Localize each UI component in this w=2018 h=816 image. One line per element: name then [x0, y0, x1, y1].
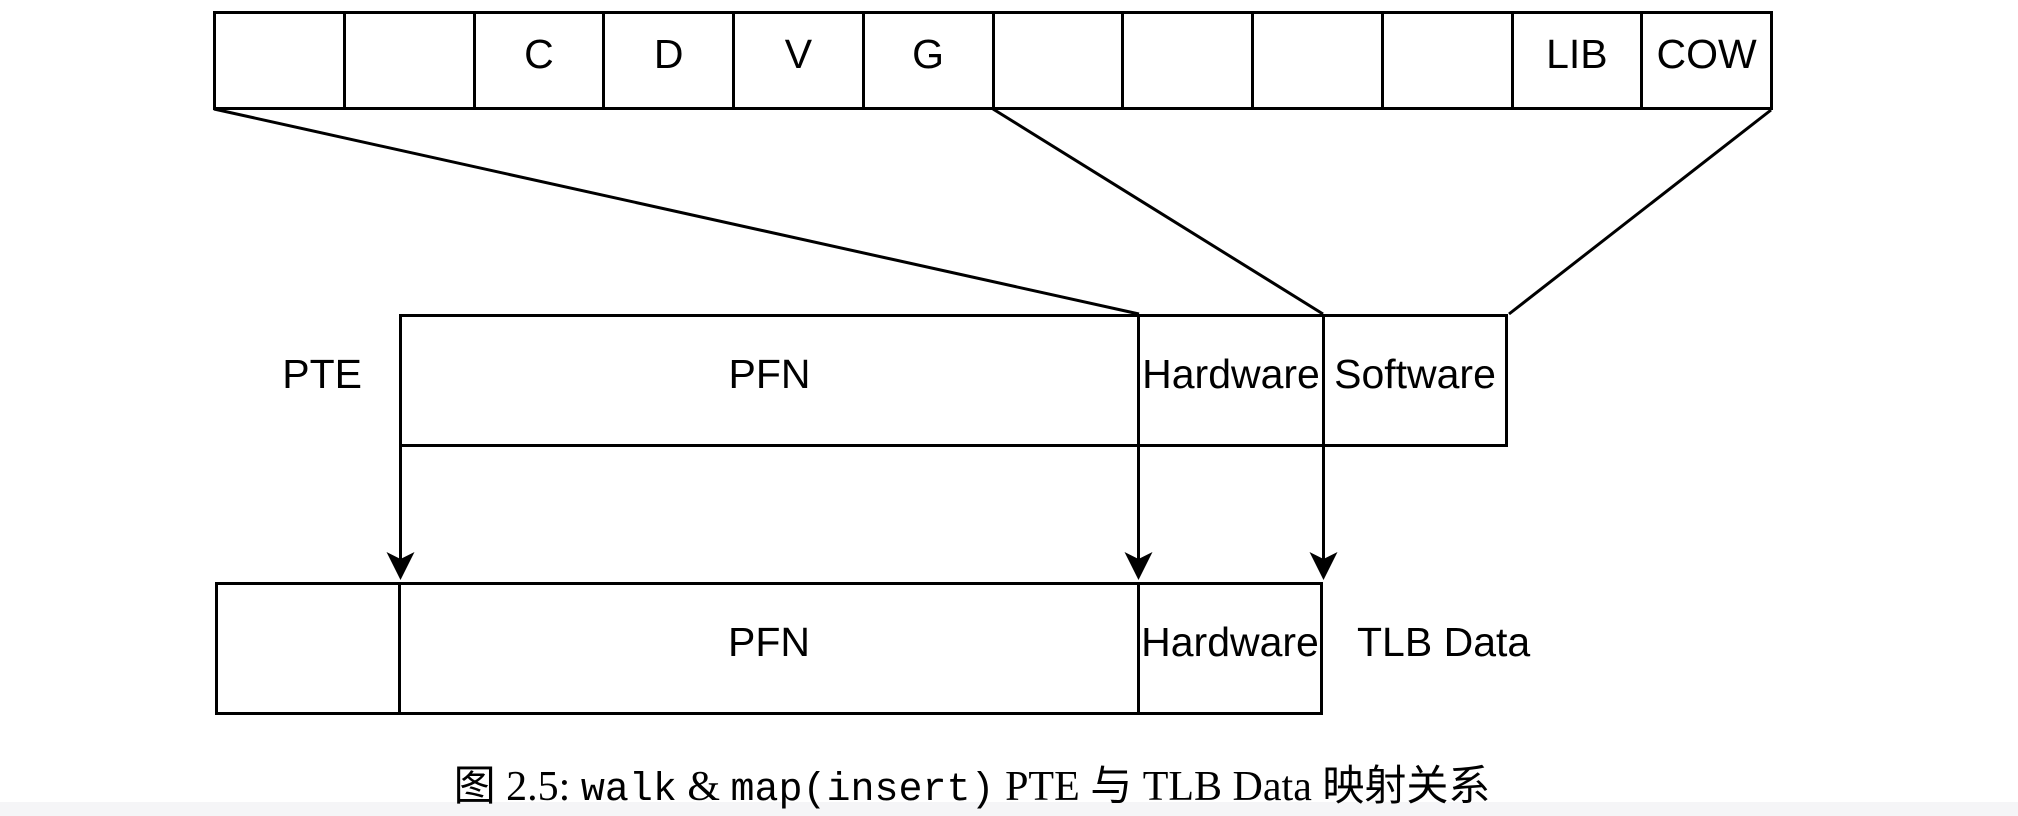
page-edge-strip: [0, 802, 2018, 816]
funnel-line: [992, 107, 1324, 316]
pte-row: PFN Hardware Software: [399, 314, 1508, 447]
caption-text: 图 2.5:: [453, 764, 581, 810]
figure-caption: 图 2.5: walk & map(insert) PTE 与 TLB Data…: [0, 758, 1981, 816]
pte-cell-pfn: PFN: [402, 317, 1140, 444]
arrow-down-icon: [1124, 552, 1153, 580]
bit-cell-d: D: [605, 14, 735, 107]
tlb-row-label: TLB Data: [1357, 619, 1531, 665]
funnel-line: [1508, 108, 1772, 316]
tlb-row: PFN Hardware: [215, 582, 1323, 715]
bit-cell: [1384, 14, 1514, 107]
bitfield-row: C D V G LIB COW: [213, 11, 1773, 110]
bit-cell-cow: COW: [1656, 31, 1757, 77]
tlb-cell-pfn: PFN: [401, 585, 1140, 712]
funnel-line: [213, 107, 1140, 316]
bit-cell: [995, 14, 1125, 107]
arrow-down-icon: [386, 552, 415, 580]
pte-cell-software: Software: [1334, 351, 1496, 397]
bit-cell-g: G: [865, 14, 995, 107]
caption-code: walk: [580, 768, 677, 813]
bit-cell-v: V: [735, 14, 865, 107]
tlb-cell-empty: [218, 585, 401, 712]
bit-cell-c: C: [476, 14, 606, 107]
bit-cell: [216, 14, 346, 107]
caption-text: PTE 与 TLB Data 映射关系: [994, 764, 1491, 810]
pte-cell-hardware: Hardware: [1140, 317, 1325, 444]
pte-row-label: PTE: [282, 351, 362, 397]
caption-text: &: [676, 764, 731, 810]
bit-cell: [1124, 14, 1254, 107]
bit-cell-lib: LIB: [1514, 14, 1644, 107]
arrow-down-icon: [1309, 552, 1338, 580]
bit-cell: [346, 14, 476, 107]
bit-cell: [1254, 14, 1384, 107]
caption-code: map(insert): [730, 768, 995, 813]
tlb-cell-hardware: Hardware: [1141, 619, 1319, 665]
